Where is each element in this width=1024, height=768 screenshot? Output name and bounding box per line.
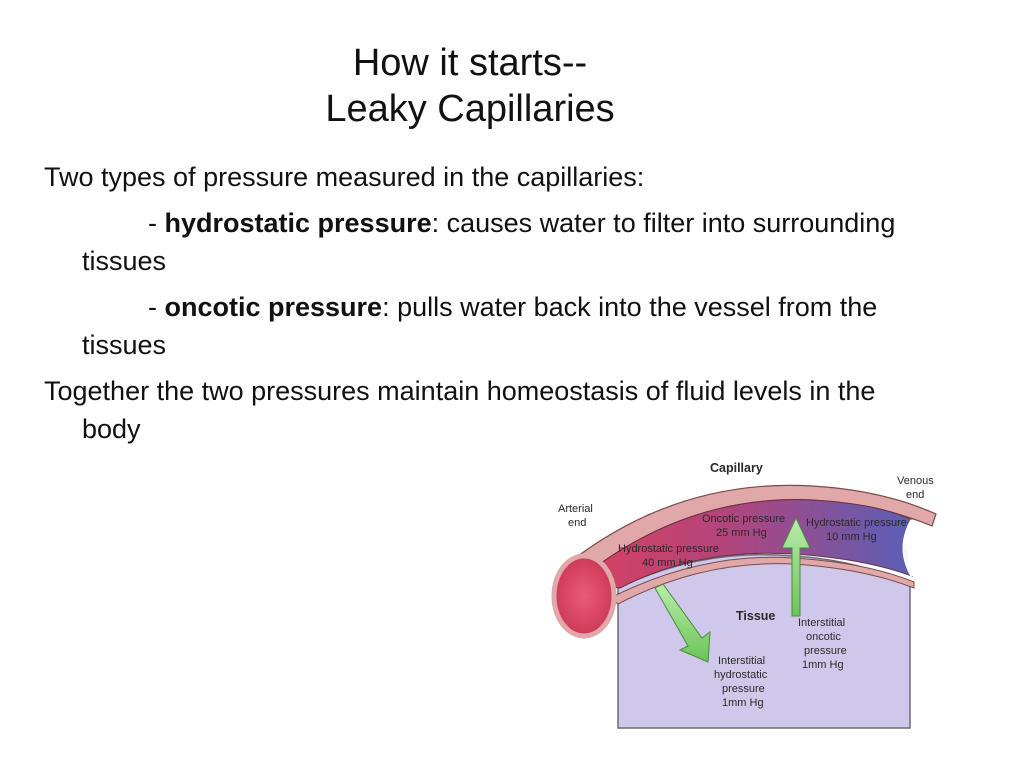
interstitial-hydrostatic-line-3: pressure [722, 683, 765, 695]
hydrostatic-description: : causes water to filter into surroundin… [82, 208, 896, 276]
capillary-oncotic-label: Oncotic pressure [702, 513, 785, 525]
oncotic-description: : pulls water back into the vessel from … [82, 292, 878, 360]
venous-end-label-1: Venous [897, 475, 934, 487]
title-line-2: Leaky Capillaries [325, 88, 615, 130]
bullet-hydrostatic: - hydrostatic pressure: causes water to … [0, 204, 900, 280]
slide-title: How it starts-- Leaky Capillaries [200, 40, 740, 132]
capillary-hydrostatic-arterial-value: 40 mm Hg [642, 557, 693, 569]
tissue-label: Tissue [736, 609, 775, 623]
slide-body: Two types of pressure measured in the ca… [0, 158, 900, 448]
interstitial-oncotic-line-4: 1mm Hg [802, 659, 844, 671]
oncotic-term: oncotic pressure [164, 292, 383, 322]
capillary-diagram-svg: Capillary Arterial end Venous end Oncoti… [551, 461, 937, 729]
interstitial-hydrostatic-line-2: hydrostatic [714, 669, 768, 681]
bullet-dash: - [148, 208, 165, 238]
venous-end-opening [902, 519, 914, 577]
hydrostatic-term: hydrostatic pressure [164, 208, 432, 238]
interstitial-hydrostatic-line-1: Interstitial [718, 655, 765, 667]
capillary-oncotic-value: 25 mm Hg [716, 527, 767, 539]
venous-end-label-2: end [906, 489, 924, 501]
conclusion-paragraph: Together the two pressures maintain home… [44, 376, 876, 444]
title-line-1: How it starts-- [352, 42, 588, 84]
interstitial-oncotic-line-1: Interstitial [798, 617, 845, 629]
capillary-hydrostatic-venous-label: Hydrostatic pressure [806, 517, 907, 529]
bullet-dash: - [148, 292, 165, 322]
interstitial-hydrostatic-line-4: 1mm Hg [722, 697, 764, 709]
capillary-diagram: Capillary Arterial end Venous end Oncoti… [512, 448, 952, 743]
arterial-end-label-1: Arterial [558, 503, 593, 515]
capillary-hydrostatic-venous-value: 10 mm Hg [826, 531, 877, 543]
bullet-oncotic: - oncotic pressure: pulls water back int… [0, 288, 900, 364]
capillary-hydrostatic-arterial-label: Hydrostatic pressure [618, 543, 719, 555]
arterial-end-label-2: end [568, 517, 586, 529]
capillary-label: Capillary [710, 461, 763, 475]
interstitial-oncotic-line-2: oncotic [806, 631, 841, 643]
interstitial-oncotic-line-3: pressure [804, 645, 847, 657]
arterial-end-rim [551, 553, 617, 639]
intro-paragraph: Two types of pressure measured in the ca… [44, 162, 645, 192]
hydrostatic-arrow [654, 583, 711, 663]
oncotic-arrow [781, 516, 811, 617]
capillary-inner-wall [609, 556, 915, 605]
